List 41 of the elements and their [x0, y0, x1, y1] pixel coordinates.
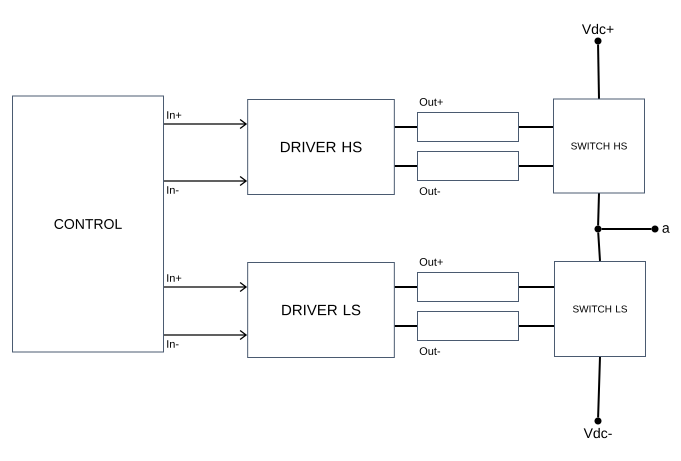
- wire: [597, 44, 600, 99]
- wire: [597, 193, 600, 226]
- terminal: a: [652, 225, 670, 233]
- wire: [519, 286, 554, 288]
- signal-label: Out+: [420, 98, 443, 106]
- wire: [597, 356, 601, 418]
- resistor-box: [417, 112, 519, 142]
- terminal: Vdc+: [582, 24, 614, 44]
- driver-box: DRIVER HS: [247, 99, 395, 195]
- signal-label: Out-: [420, 347, 440, 355]
- edge-label: In+: [167, 111, 182, 119]
- node-label: a: [662, 225, 670, 233]
- signal-label: Out-: [420, 187, 440, 195]
- node-label: Vdc+: [582, 24, 614, 34]
- resistor-box: [417, 151, 519, 181]
- wire: [394, 126, 417, 128]
- control-box: CONTROL: [12, 96, 164, 352]
- wire: [394, 286, 417, 288]
- signal-label: Out+: [420, 258, 443, 266]
- wire: [519, 165, 553, 167]
- junction-dot: [594, 226, 602, 232]
- resistor-box: [417, 311, 519, 341]
- resistor-box: [417, 272, 519, 302]
- switch-box: SWITCH LS: [554, 261, 646, 357]
- switch-box: SWITCH HS: [553, 98, 645, 194]
- arrow: [164, 330, 248, 340]
- terminal: Vdc-: [584, 418, 612, 438]
- edge-label: In-: [167, 340, 179, 348]
- arrow: [164, 176, 248, 186]
- arrow: [164, 282, 248, 292]
- driver-box: DRIVER LS: [247, 262, 395, 358]
- edge-label: In+: [167, 274, 182, 282]
- wire: [394, 325, 417, 327]
- wire: [394, 165, 417, 167]
- wire: [519, 126, 553, 128]
- arrow: [164, 118, 248, 130]
- wire: [602, 228, 652, 230]
- edge-label: In-: [167, 186, 179, 194]
- wire: [519, 325, 554, 327]
- node-label: Vdc-: [584, 428, 612, 438]
- wire: [597, 232, 601, 262]
